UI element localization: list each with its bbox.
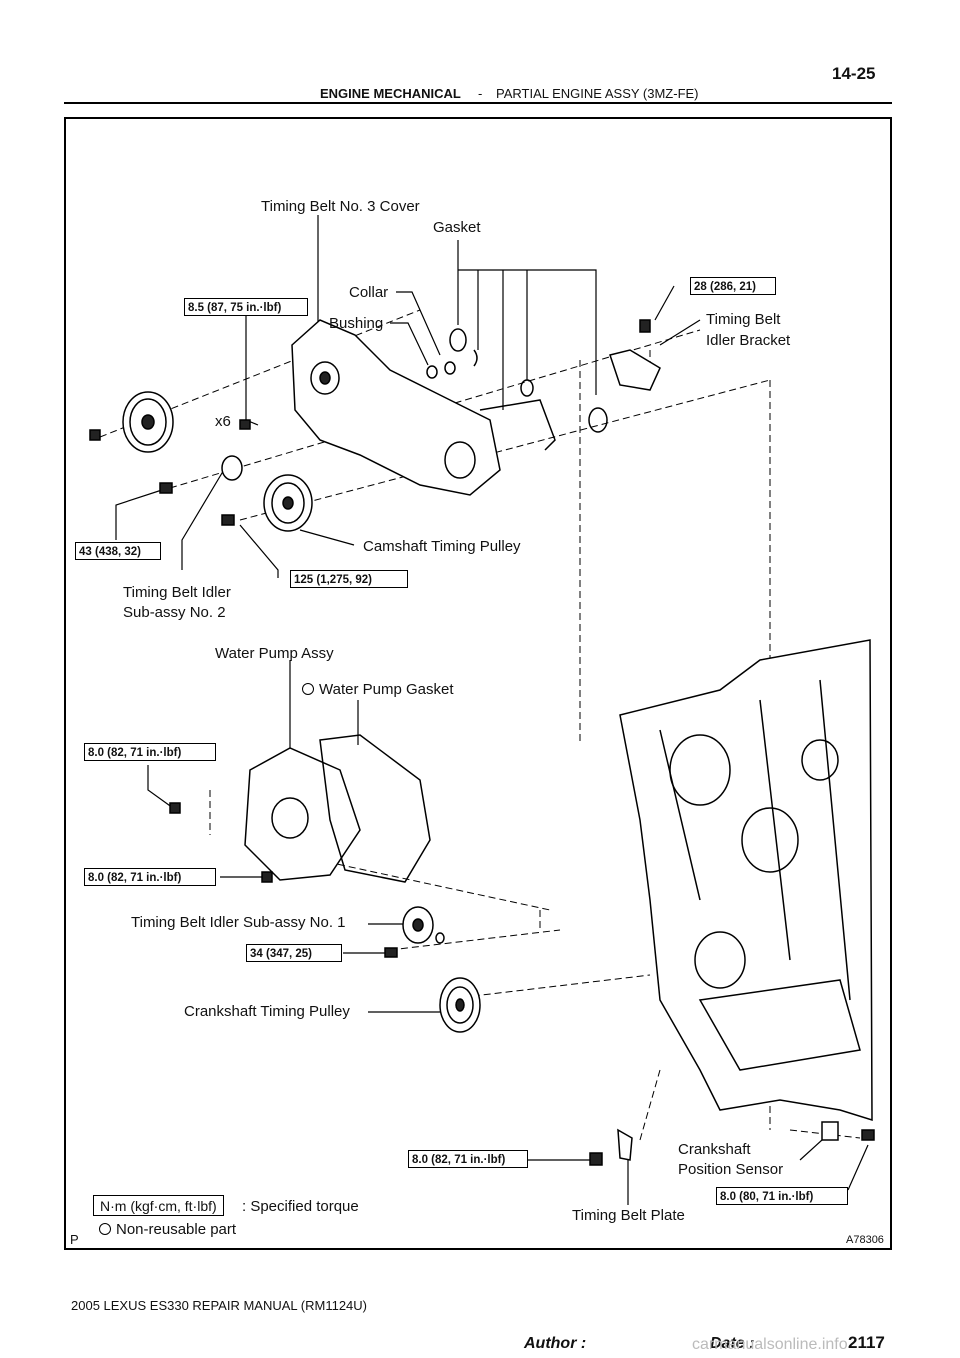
label-crank-sensor-line2: Position Sensor <box>678 1161 784 1178</box>
torque-callout: 34 (347, 25) <box>246 944 342 962</box>
footer-author: Author : <box>524 1335 587 1352</box>
label-water-pump-gasket: Water Pump Gasket <box>302 681 454 698</box>
torque-callout: 43 (438, 32) <box>75 542 161 560</box>
non-reusable-mark-icon <box>99 1223 111 1235</box>
torque-unit-legend-box: N·m (kgf·cm, ft·lbf) <box>93 1195 224 1216</box>
label-x6: x6 <box>215 413 231 430</box>
label-camshaft-timing-pulley: Camshaft Timing Pulley <box>363 538 521 555</box>
label-crank-sensor-line1: Crankshaft <box>678 1141 751 1158</box>
page-number: 14-25 <box>832 64 876 83</box>
header-rule <box>64 102 892 104</box>
label-bushing: Bushing <box>329 315 384 332</box>
torque-callout: 125 (1,275, 92) <box>290 570 408 588</box>
label-idler-bracket-line2: Idler Bracket <box>706 332 791 349</box>
header-separator: - <box>478 86 483 101</box>
legend-specified-torque: : Specified torque <box>242 1198 359 1215</box>
header-subsection: PARTIAL ENGINE ASSY (3MZ-FE) <box>496 86 699 101</box>
label-collar: Collar <box>349 284 389 301</box>
torque-callout: 8.0 (82, 71 in.·lbf) <box>84 743 216 761</box>
label-idler-bracket-line1: Timing Belt <box>706 311 781 328</box>
label-idler-no2-line1: Timing Belt Idler <box>123 584 231 601</box>
figure-corner-mark: P <box>70 1232 79 1247</box>
label-water-pump-assy: Water Pump Assy <box>215 645 334 662</box>
label-timing-belt-plate: Timing Belt Plate <box>572 1207 685 1224</box>
footer-date: Date : <box>710 1335 755 1352</box>
torque-callout: 8.0 (80, 71 in.·lbf) <box>716 1187 848 1205</box>
label-crankshaft-timing-pulley: Crankshaft Timing Pulley <box>184 1003 350 1020</box>
torque-callout: 28 (286, 21) <box>690 277 776 295</box>
torque-callout: 8.0 (82, 71 in.·lbf) <box>408 1150 528 1168</box>
label-gasket: Gasket <box>433 219 481 236</box>
label-idler-no1: Timing Belt Idler Sub-assy No. 1 <box>131 914 346 931</box>
header-section: ENGINE MECHANICAL <box>320 86 461 101</box>
torque-callout: 8.5 (87, 75 in.·lbf) <box>184 298 308 316</box>
legend-non-reusable: Non-reusable part <box>99 1221 236 1238</box>
label-timing-belt-no3-cover: Timing Belt No. 3 Cover <box>261 198 420 215</box>
non-reusable-mark-icon <box>302 683 314 695</box>
footer-manual-title: 2005 LEXUS ES330 REPAIR MANUAL (RM1124U) <box>71 1298 367 1313</box>
watermark: carmanualsonline.info <box>692 1336 848 1353</box>
torque-callout: 8.0 (82, 71 in.·lbf) <box>84 868 216 886</box>
figure-id: A78306 <box>846 1234 884 1246</box>
footer-page-total: 2117 <box>848 1333 885 1352</box>
figure-frame <box>64 117 892 1250</box>
label-idler-no2-line2: Sub-assy No. 2 <box>123 604 226 621</box>
